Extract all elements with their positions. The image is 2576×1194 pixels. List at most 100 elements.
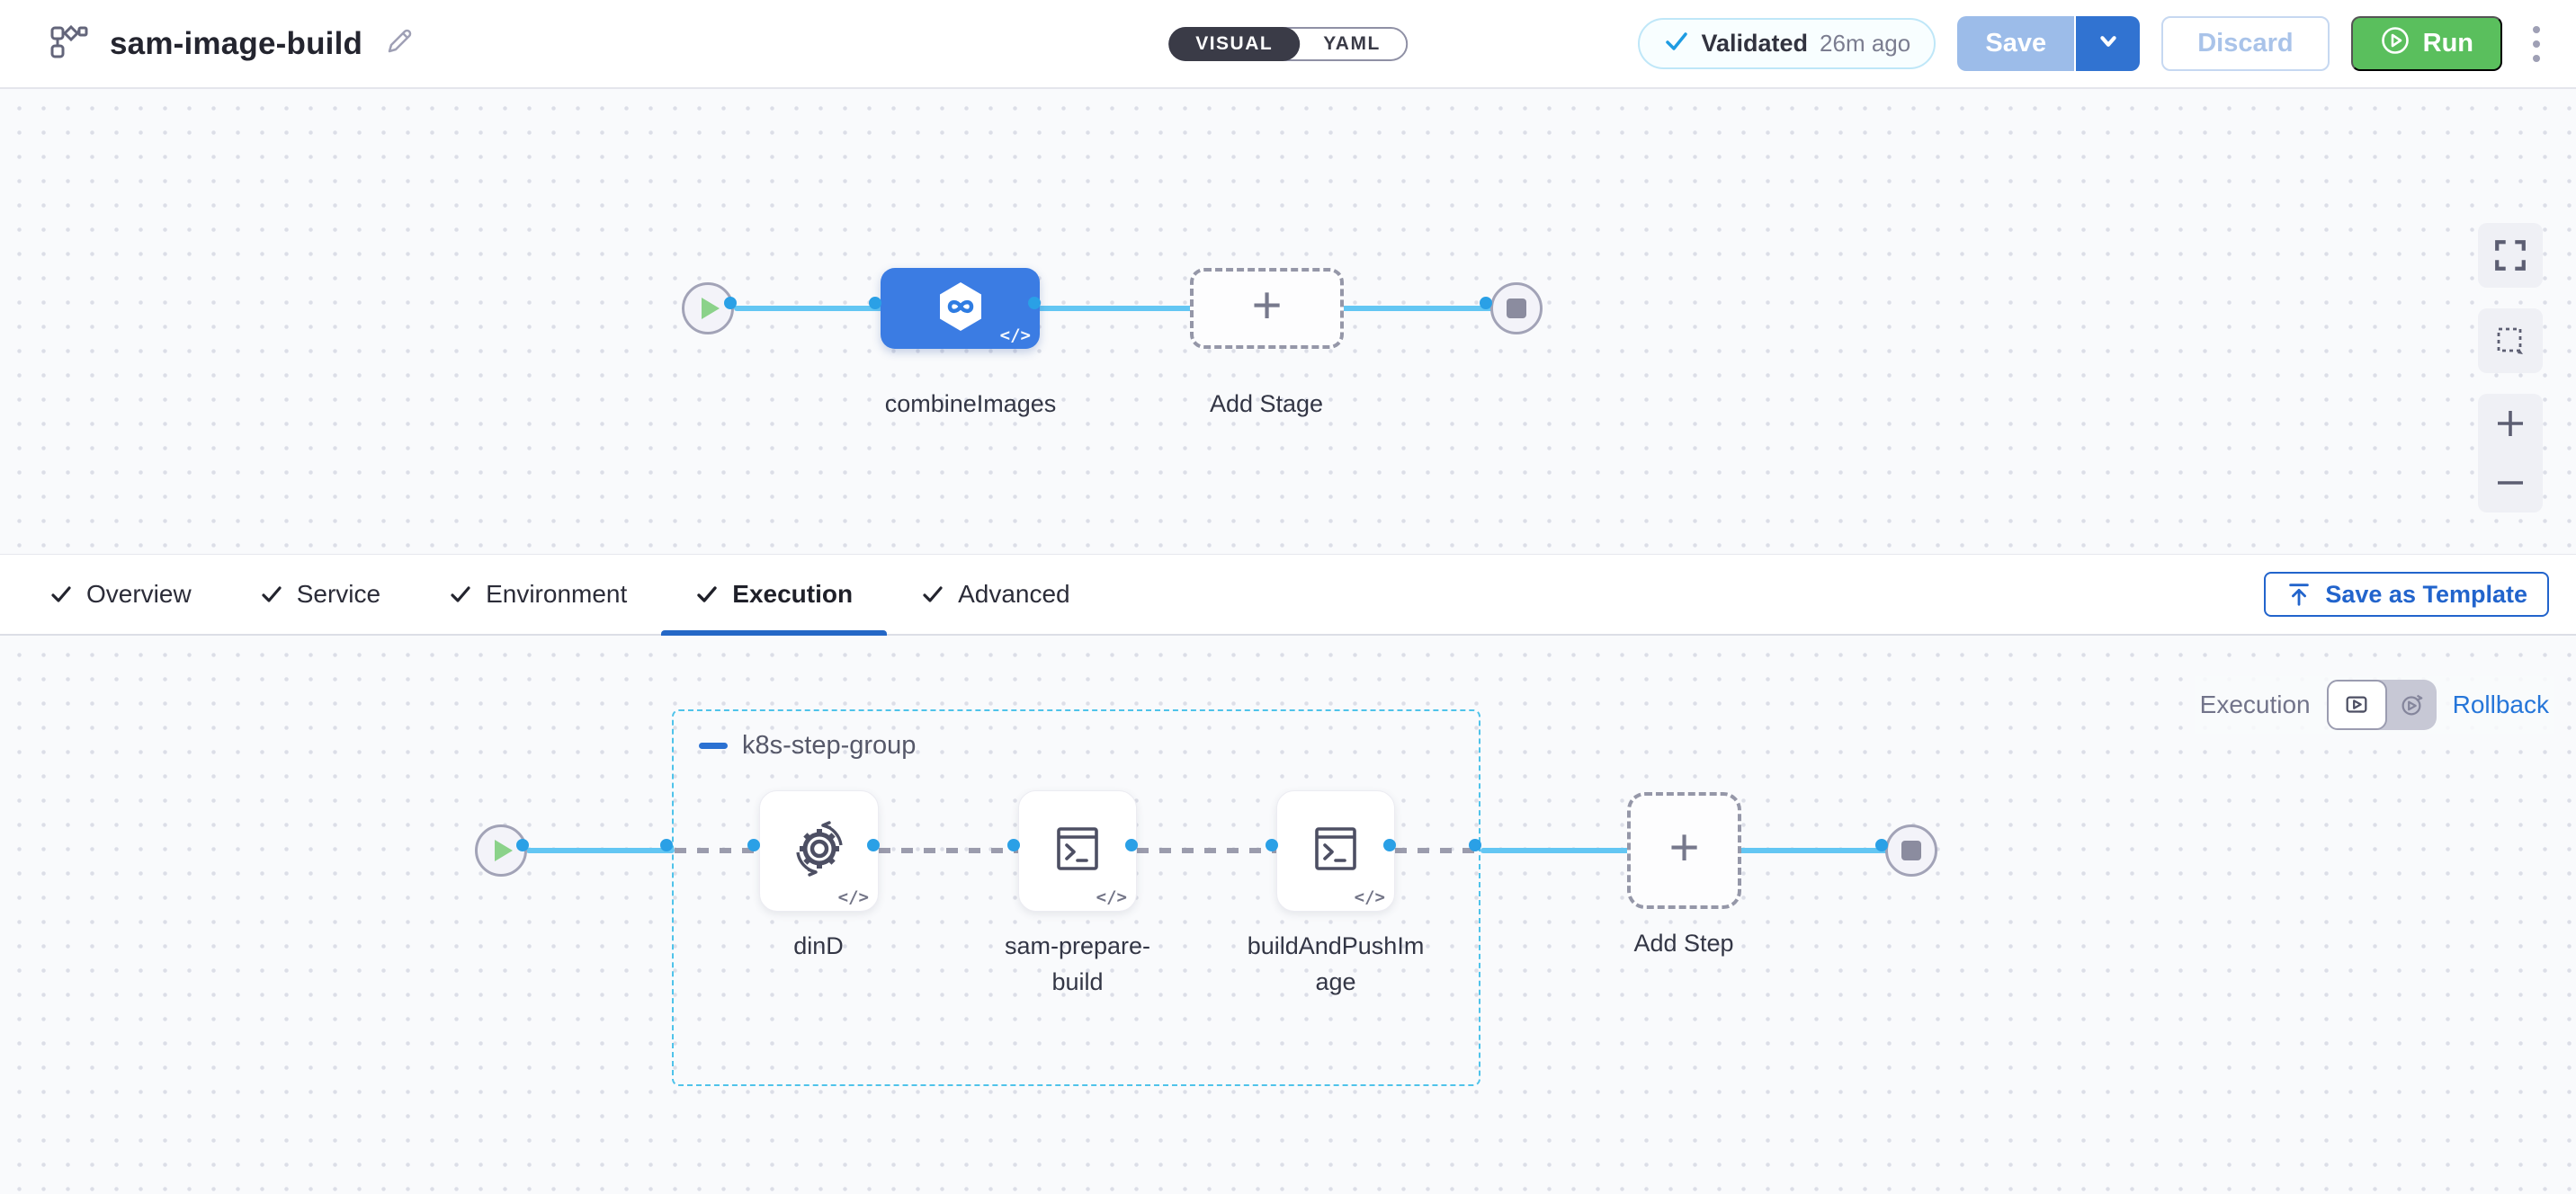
stage-canvas[interactable]: </> + combineImages Add Stage (0, 89, 2576, 554)
step-label[interactable]: buildAndPushImage (1247, 932, 1425, 995)
start-play-icon (494, 840, 513, 861)
connector-dot[interactable] (1266, 839, 1278, 851)
connector-dot[interactable] (1875, 839, 1888, 851)
check-icon (451, 586, 470, 602)
tab-execution[interactable]: Execution (661, 555, 887, 636)
connector-dot[interactable] (1480, 297, 1492, 309)
flow-line (526, 848, 675, 853)
connector-dot[interactable] (1469, 839, 1481, 851)
pipeline-flowchart-icon (47, 21, 88, 67)
rollback-link[interactable]: Rollback (2452, 691, 2549, 718)
pipeline-studio-header: sam-image-build VISUAL YAML Validated 26… (0, 0, 2576, 89)
step-group-name[interactable]: k8s-step-group (742, 731, 917, 760)
flow-line-dashed (675, 848, 759, 853)
run-label: Run (2422, 29, 2473, 58)
connector-dot[interactable] (516, 839, 529, 851)
execution-view-icon (2346, 696, 2367, 713)
pipeline-title-group: sam-image-build (47, 21, 415, 67)
add-stage-label[interactable]: Add Stage (1209, 390, 1324, 417)
connector-dot[interactable] (1028, 297, 1041, 309)
stage-label[interactable]: combineImages (884, 390, 1057, 417)
stop-square-icon (1507, 298, 1526, 318)
connector-dot[interactable] (747, 839, 760, 851)
add-step-label[interactable]: Add Step (1633, 930, 1734, 957)
stage-node-combineimages[interactable]: </> (881, 268, 1040, 349)
tab-service[interactable]: Service (226, 555, 415, 634)
ci-stage-hexagon-infinity-icon (931, 277, 990, 341)
step-node-buildandpushimage[interactable]: </> (1276, 790, 1395, 912)
code-icon[interactable]: </> (1354, 887, 1385, 907)
fullscreen-icon (2495, 240, 2526, 271)
connector-dot[interactable] (1383, 839, 1396, 851)
stop-square-icon (1901, 841, 1921, 860)
plus-icon: + (1668, 818, 1700, 877)
tab-environment[interactable]: Environment (415, 555, 661, 634)
toggle-visual[interactable]: VISUAL (1168, 26, 1301, 61)
page-title: sam-image-build (110, 25, 363, 61)
check-icon (923, 586, 943, 602)
add-stage-button[interactable]: + (1190, 268, 1344, 349)
connector-dot[interactable] (724, 297, 737, 309)
connector-dot[interactable] (660, 839, 673, 851)
zoom-in-icon[interactable] (2494, 407, 2527, 440)
execution-end-node (1885, 824, 1937, 877)
tab-overview[interactable]: Overview (49, 555, 226, 634)
start-play-icon (701, 298, 720, 319)
rollback-view-icon (2402, 694, 2423, 716)
zoom-out-icon[interactable] (2494, 467, 2527, 499)
pipeline-end-node (1490, 282, 1543, 334)
step-node-dind[interactable]: </> (759, 790, 879, 912)
visual-yaml-toggle: VISUAL YAML (1168, 26, 1408, 61)
discard-button[interactable]: Discard (2161, 16, 2330, 71)
stage-tabs: Overview Service Environment Execution A… (49, 555, 1105, 636)
edit-pencil-icon[interactable] (384, 26, 415, 61)
execution-rollback-toggle[interactable] (2326, 680, 2437, 730)
play-circle-icon (2380, 25, 2411, 63)
connector-dot[interactable] (1125, 839, 1138, 851)
connector-dot[interactable] (867, 839, 880, 851)
execution-canvas[interactable]: Execution Rollback k8s-step-gro (0, 636, 2576, 1194)
more-options-button[interactable] (2524, 19, 2549, 69)
connector-dot[interactable] (869, 297, 881, 309)
validation-status: Validated (1701, 30, 1809, 57)
code-icon[interactable]: </> (1096, 887, 1127, 907)
step-node-sam-prepare-build[interactable]: </> (1018, 790, 1137, 912)
save-button[interactable]: Save (1957, 16, 2075, 71)
run-button[interactable]: Run (2350, 16, 2502, 71)
stage-flow-line (734, 306, 1516, 311)
check-icon (697, 586, 717, 602)
save-options-button[interactable] (2074, 16, 2141, 71)
step-label[interactable]: sam-prepare-build (1004, 932, 1151, 995)
code-icon[interactable]: </> (999, 325, 1031, 345)
terminal-icon (1046, 817, 1109, 885)
execution-start-node (475, 824, 527, 877)
step-group-box[interactable]: k8s-step-group (672, 709, 1480, 1086)
step-label[interactable]: dinD (793, 932, 844, 959)
connector-dot[interactable] (1007, 839, 1020, 851)
gear-sync-icon (785, 815, 854, 887)
validation-time: 26m ago (1820, 30, 1911, 57)
add-step-button[interactable]: + (1627, 792, 1741, 909)
validation-badge[interactable]: Validated 26m ago (1637, 18, 1936, 69)
flow-line-dashed (1137, 848, 1277, 853)
toggle-yaml[interactable]: YAML (1323, 32, 1381, 54)
execution-mode-label: Execution (2199, 691, 2311, 718)
check-icon (1663, 28, 1690, 59)
stage-config-tabbar: Overview Service Environment Execution A… (0, 554, 2576, 636)
save-as-template-button[interactable]: Save as Template (2264, 572, 2549, 617)
marquee-select-icon (2497, 327, 2523, 354)
check-icon (51, 586, 71, 602)
execution-mode-switch: Execution Rollback (2194, 676, 2554, 734)
rollback-view-segment[interactable] (2387, 691, 2437, 718)
terminal-icon (1304, 817, 1367, 885)
marquee-select-button[interactable] (2478, 308, 2543, 373)
upload-icon (2289, 584, 2310, 606)
flow-line-dashed (879, 848, 1019, 853)
execution-view-segment[interactable] (2326, 680, 2387, 730)
code-icon[interactable]: </> (837, 887, 869, 907)
fullscreen-button[interactable] (2478, 223, 2543, 288)
save-split-button: Save (1957, 16, 2141, 71)
collapse-minus-icon[interactable] (699, 743, 728, 749)
check-icon (262, 586, 282, 602)
tab-advanced[interactable]: Advanced (887, 555, 1105, 634)
